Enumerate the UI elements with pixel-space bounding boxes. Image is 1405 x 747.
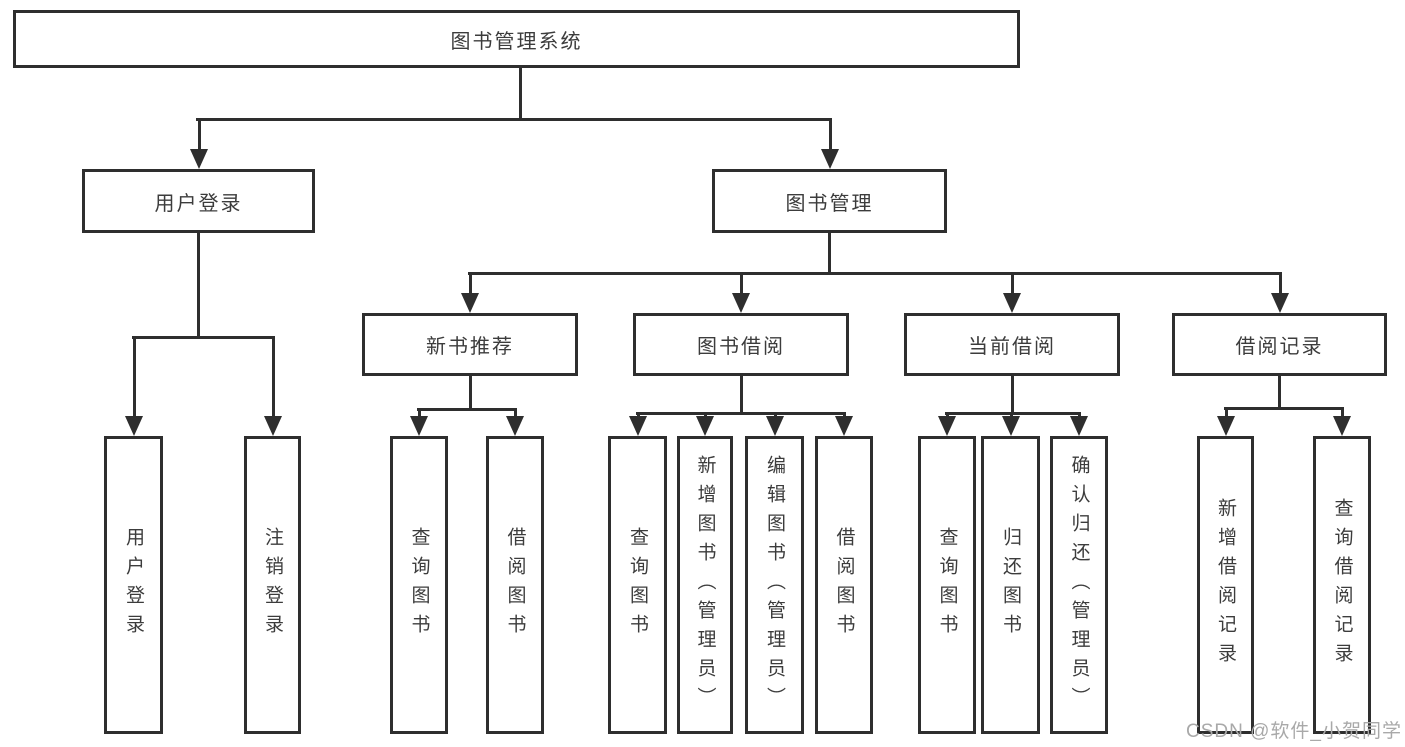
leaf-recommend-query-book: 查询图书 [390, 436, 448, 734]
arrow-to-records-query-icon [1333, 407, 1351, 436]
leaf-records-query-record: 查询借阅记录 [1313, 436, 1371, 734]
leaf-records-add-record: 新增借阅记录 [1197, 436, 1254, 734]
arrow-to-borrow-query-icon [629, 412, 647, 436]
arrow-to-recommend-query-icon [410, 408, 428, 436]
arrow-to-leaf-logout-icon [264, 336, 282, 436]
connector-root-stem [519, 67, 522, 121]
connector-borrow-stem [740, 374, 743, 415]
node-library-system: 图书管理系统 [13, 10, 1020, 68]
arrow-to-new-book-recommend-icon [461, 272, 479, 313]
leaf-logout: 注销登录 [244, 436, 301, 734]
arrow-to-current-confirm-icon [1070, 412, 1088, 436]
node-new-book-recommend: 新书推荐 [362, 313, 578, 376]
arrow-to-records-add-icon [1217, 407, 1235, 436]
csdn-watermark: CSDN @软件_小贺同学 [1186, 721, 1402, 742]
node-book-borrow: 图书借阅 [633, 313, 849, 376]
arrow-to-borrow-records-icon [1271, 272, 1289, 313]
leaf-recommend-borrow-book: 借阅图书 [486, 436, 544, 734]
arrow-to-book-management-icon [821, 118, 839, 169]
connector-records-stem [1278, 374, 1281, 410]
arrow-to-borrow-edit-icon [766, 412, 784, 436]
leaf-user-login: 用户登录 [104, 436, 163, 734]
node-borrow-records: 借阅记录 [1172, 313, 1387, 376]
connector-root-branch [196, 118, 831, 121]
connector-current-stem [1011, 374, 1014, 415]
connector-borrow-branch [636, 412, 846, 415]
connector-current-branch [945, 412, 1081, 415]
leaf-current-query-book: 查询图书 [918, 436, 976, 734]
arrow-to-borrow-borrow-icon [835, 412, 853, 436]
arrow-to-current-borrow-icon [1003, 272, 1021, 313]
leaf-current-return-book: 归还图书 [981, 436, 1040, 734]
connector-records-branch [1224, 407, 1344, 410]
leaf-borrow-query-book: 查询图书 [608, 436, 667, 734]
arrow-to-book-borrow-icon [732, 272, 750, 313]
leaf-borrow-add-book-admin: 新增图书（管理员） [677, 436, 733, 734]
connector-user-login-stem [197, 232, 200, 339]
leaf-borrow-borrow-book: 借阅图书 [815, 436, 873, 734]
connector-recommend-branch [417, 408, 517, 411]
arrow-to-current-query-icon [938, 412, 956, 436]
node-user-login: 用户登录 [82, 169, 315, 233]
node-book-management: 图书管理 [712, 169, 947, 233]
arrow-to-current-return-icon [1002, 412, 1020, 436]
connector-user-login-branch [132, 336, 274, 339]
arrow-to-leaf-user-login-icon [125, 336, 143, 436]
arrow-to-user-login-icon [190, 118, 208, 169]
node-current-borrow: 当前借阅 [904, 313, 1120, 376]
arrow-to-borrow-add-icon [696, 412, 714, 436]
connector-recommend-stem [469, 374, 472, 411]
leaf-current-confirm-return-admin: 确认归还（管理员） [1050, 436, 1108, 734]
arrow-to-recommend-borrow-icon [506, 408, 524, 436]
connector-book-management-stem [828, 232, 831, 275]
leaf-borrow-edit-book-admin: 编辑图书（管理员） [745, 436, 804, 734]
connector-book-management-branch [468, 272, 1281, 275]
